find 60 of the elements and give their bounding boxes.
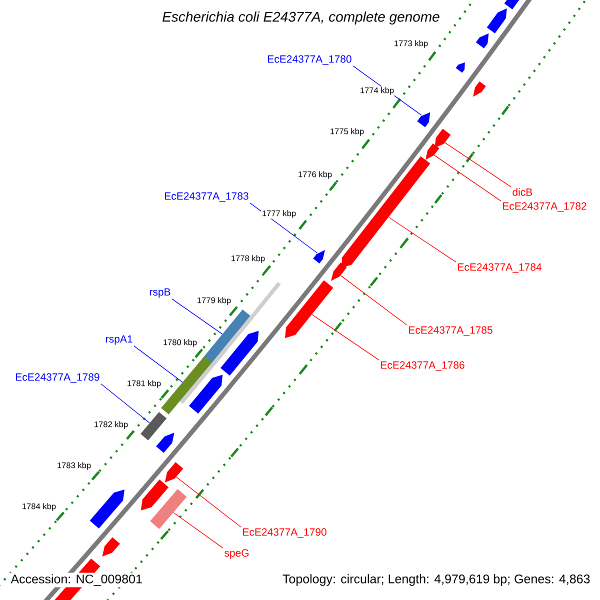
leader-line bbox=[134, 346, 183, 383]
gene-box bbox=[150, 489, 187, 529]
gene-label: EcE24377A_1782 bbox=[503, 202, 586, 212]
gene-box bbox=[202, 309, 250, 365]
tick-label: 1782 kbp bbox=[93, 420, 129, 430]
gene-label: rspA1 bbox=[106, 335, 132, 345]
tick-label: 1773 kbp bbox=[393, 39, 429, 49]
gene-label: EcE24377A_1786 bbox=[381, 361, 464, 371]
gene-block bbox=[313, 250, 325, 264]
gene-block bbox=[220, 330, 259, 376]
gene-block bbox=[341, 156, 430, 268]
tick-label: 1775 kbp bbox=[329, 127, 365, 137]
gene-label: EcE24377A_1784 bbox=[458, 263, 542, 273]
tick-label: 1783 kbp bbox=[56, 461, 92, 471]
gene-block bbox=[417, 112, 430, 128]
gene-label: EcE24377A_1783 bbox=[165, 192, 248, 202]
gene-box bbox=[161, 356, 212, 414]
gene-block bbox=[476, 33, 489, 48]
gene-block bbox=[473, 81, 486, 97]
gene-block bbox=[102, 537, 120, 556]
gene-block bbox=[90, 490, 125, 528]
gene-block bbox=[164, 462, 184, 482]
tick-label: 1780 kbp bbox=[162, 338, 198, 348]
gene-block bbox=[425, 143, 440, 160]
gene-block bbox=[188, 374, 223, 414]
gene-block bbox=[156, 432, 174, 453]
leader-line bbox=[388, 217, 456, 262]
tick-label: 1776 kbp bbox=[297, 170, 333, 180]
gene-label: EcE24377A_1790 bbox=[243, 528, 326, 538]
accession-label: Accession: NC_009801 bbox=[9, 572, 144, 588]
tick-label: 1784 kbp bbox=[21, 502, 57, 512]
leader-line bbox=[340, 275, 408, 326]
gene-block bbox=[486, 8, 507, 34]
tick-label: 1779 kbp bbox=[196, 296, 232, 306]
gene-label: EcE24377A_1789 bbox=[16, 373, 100, 383]
gene-block bbox=[456, 62, 465, 73]
title: Escherichia coli E24377A, complete genome bbox=[162, 11, 440, 25]
gene-label: EcE24377A_1780 bbox=[268, 55, 352, 65]
gene-label: rspB bbox=[150, 288, 170, 298]
tick-label: 1781 kbp bbox=[126, 379, 162, 389]
leader-line bbox=[444, 142, 512, 188]
leader-line bbox=[176, 476, 242, 528]
gene-label: speG bbox=[224, 549, 248, 559]
leader-line bbox=[172, 298, 223, 334]
leader-line bbox=[173, 512, 224, 548]
genome-info-label: Topology: circular; Length: 4,979,619 bp; Genes: 4,863 bbox=[280, 572, 592, 588]
leader-line bbox=[100, 384, 150, 424]
gene-block bbox=[504, 0, 522, 10]
tick-label: 1774 kbp bbox=[359, 86, 395, 96]
leader-line bbox=[434, 154, 502, 202]
gene-label: dicB bbox=[512, 188, 532, 196]
gene-box bbox=[140, 412, 167, 440]
gene-block bbox=[434, 128, 451, 148]
gene-block bbox=[330, 262, 347, 282]
tick-label: 1778 kbp bbox=[230, 254, 266, 264]
gene-block bbox=[140, 479, 169, 510]
tick-label: 1777 kbp bbox=[261, 209, 297, 219]
leader-line bbox=[312, 314, 380, 360]
gene-label: EcE24377A_1785 bbox=[409, 326, 492, 336]
gene-block bbox=[285, 280, 334, 338]
